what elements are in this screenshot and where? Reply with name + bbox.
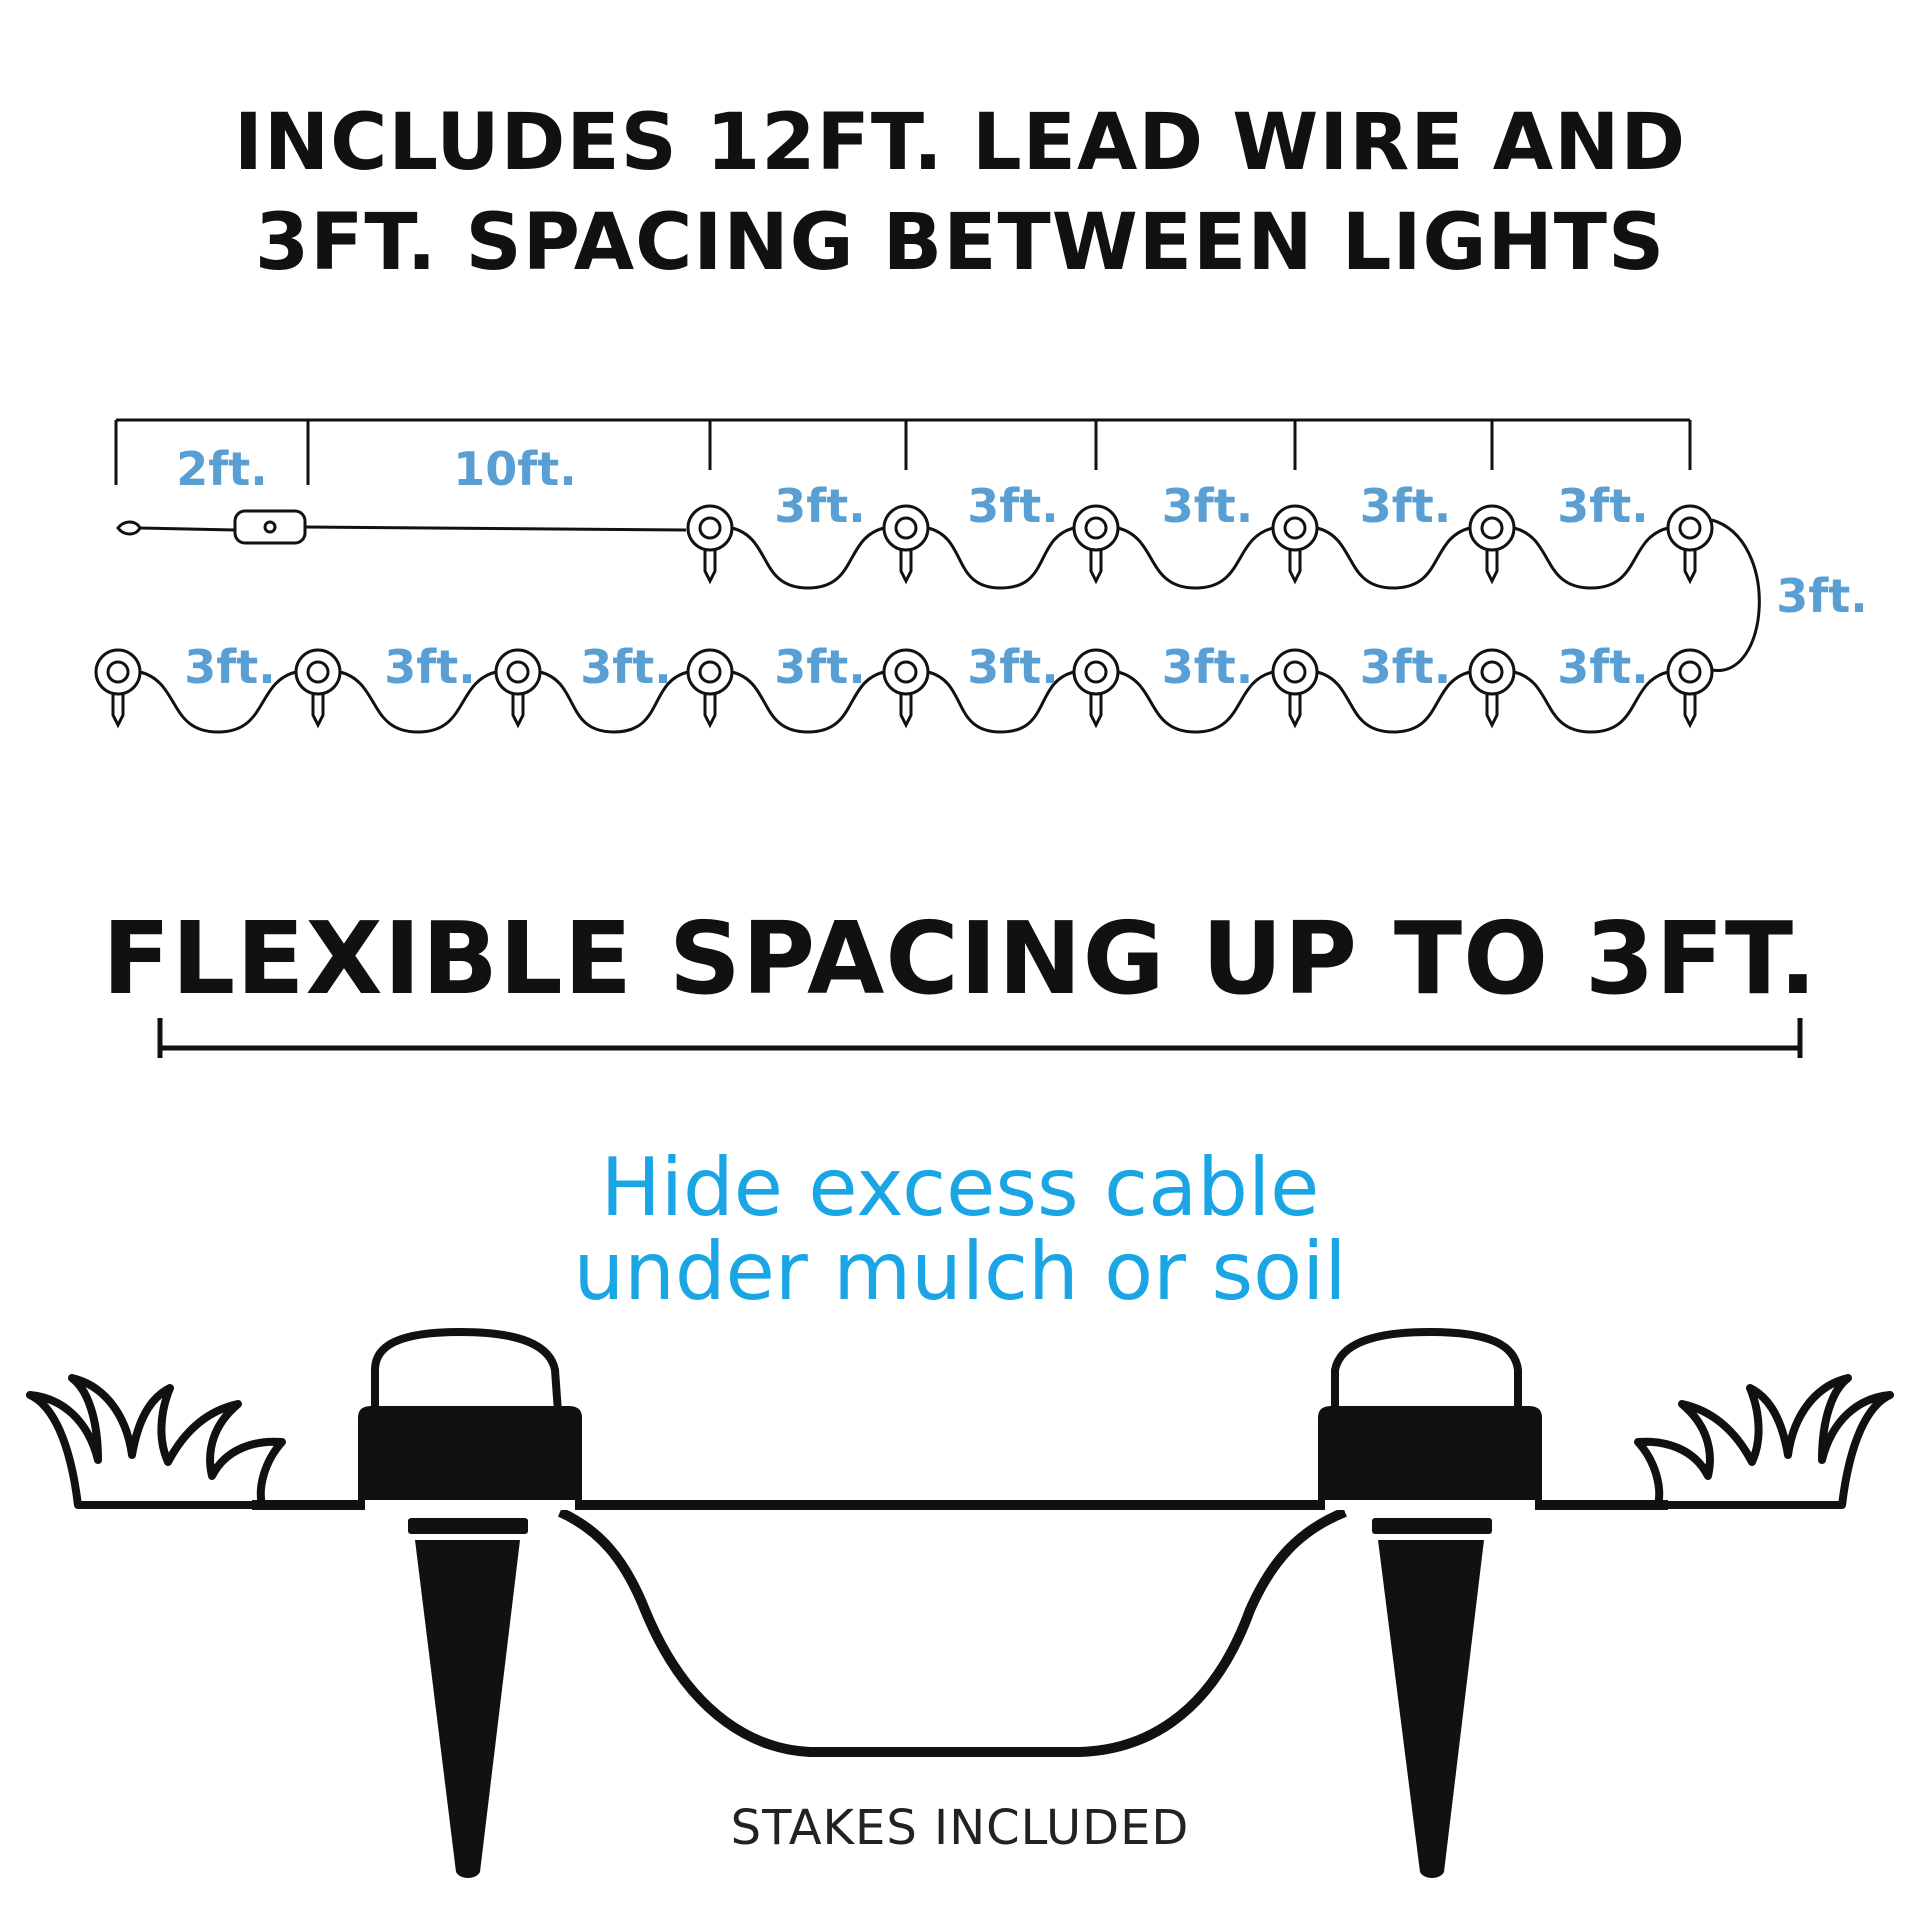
spacing-label: 3ft.: [1557, 640, 1648, 694]
headline-line-2: 3FT. SPACING BETWEEN LIGHTS: [254, 198, 1666, 288]
wire-segment: [927, 526, 1075, 590]
wire-segment: [539, 670, 689, 734]
bulb-inner-icon: [1480, 660, 1504, 684]
flexible-spacing-title: FLEXIBLE SPACING UP TO 3FT.: [102, 900, 1818, 1017]
bulb-icon: [882, 504, 930, 552]
wire-segment: [927, 670, 1075, 734]
wire-segment: [1513, 526, 1669, 590]
wire-segment: [1117, 526, 1274, 590]
bulb-stake-icon: [1288, 550, 1302, 585]
wire-segment: [139, 670, 297, 734]
bulb-stake-icon: [1485, 694, 1499, 729]
bulb-stake-icon: [1683, 550, 1697, 585]
spacing-label: 3ft.: [967, 479, 1058, 533]
bulb-stake-icon: [111, 694, 125, 729]
bulb-inner-icon: [894, 660, 918, 684]
bulb-inner-icon: [1283, 516, 1307, 540]
bulb-inner-icon: [1283, 660, 1307, 684]
lead-wire: [139, 526, 236, 532]
bulb-icon: [686, 648, 734, 696]
wire-segment: [339, 670, 497, 734]
lead-label-2ft: 2ft.: [176, 442, 267, 496]
wire-segment: [1117, 670, 1274, 734]
spacing-label: 3ft.: [1162, 479, 1253, 533]
spacing-label: 3ft.: [774, 479, 865, 533]
spacing-label: 3ft.: [1360, 479, 1451, 533]
spacing-label: 3ft.: [774, 640, 865, 694]
wire-segment: [1513, 670, 1669, 734]
bulb-icon: [1666, 504, 1714, 552]
spacing-label: 3ft.: [967, 640, 1058, 694]
bulb-inner-icon: [698, 516, 722, 540]
bulb-inner-icon: [894, 516, 918, 540]
bulb-inner-icon: [1084, 516, 1108, 540]
bulb-icon: [1072, 648, 1120, 696]
bulb-inner-icon: [306, 660, 330, 684]
bulb-stake-icon: [1683, 694, 1697, 729]
bulb-stake-icon: [899, 694, 913, 729]
bulb-inner-icon: [1678, 660, 1702, 684]
bulb-icon: [294, 648, 342, 696]
bulb-stake-icon: [899, 550, 913, 585]
spacing-label: 3ft.: [1557, 479, 1648, 533]
bulb-icon: [94, 648, 142, 696]
stake-light-left-icon: [358, 1327, 582, 1878]
bulb-inner-icon: [1084, 660, 1108, 684]
bulb-inner-icon: [506, 660, 530, 684]
bulb-stake-icon: [311, 694, 325, 729]
stake-light-right-icon: [1318, 1327, 1542, 1878]
spacing-label: 3ft.: [384, 640, 475, 694]
switch-button-icon: [263, 520, 277, 534]
wire-segment: [1316, 526, 1471, 590]
wire-segment: [731, 670, 885, 734]
buried-cable: [557, 1507, 1347, 1757]
bulb-stake-icon: [1089, 694, 1103, 729]
spacing-label: 3ft.: [1776, 569, 1867, 623]
bulb-icon: [1271, 648, 1319, 696]
headline-line-1: INCLUDES 12FT. LEAD WIRE AND: [233, 98, 1687, 188]
bulb-inner-icon: [106, 660, 130, 684]
bulb-inner-icon: [1678, 516, 1702, 540]
wire-segment: [1316, 670, 1471, 734]
bulb-inner-icon: [1480, 516, 1504, 540]
grass-left-icon: [26, 1374, 286, 1509]
grass-right-icon: [1634, 1374, 1894, 1509]
lead-wire: [304, 525, 687, 532]
bulb-icon: [494, 648, 542, 696]
bulb-stake-icon: [1485, 550, 1499, 585]
bulb-icon: [1072, 504, 1120, 552]
bulb-icon: [1666, 648, 1714, 696]
bulb-icon: [1271, 504, 1319, 552]
bulb-stake-icon: [1089, 550, 1103, 585]
bulb-icon: [1468, 504, 1516, 552]
bulb-icon: [882, 648, 930, 696]
bulb-stake-icon: [703, 550, 717, 585]
bulb-inner-icon: [698, 660, 722, 684]
bulb-stake-icon: [703, 694, 717, 729]
spacing-label: 3ft.: [184, 640, 275, 694]
hide-cable-line-2: under mulch or soil: [573, 1225, 1347, 1318]
wire-loop: [1711, 518, 1761, 672]
wire-segment: [731, 526, 885, 590]
bulb-icon: [686, 504, 734, 552]
bulb-icon: [1468, 648, 1516, 696]
spacing-label: 3ft.: [1162, 640, 1253, 694]
spacing-label: 3ft.: [580, 640, 671, 694]
spacing-label: 3ft.: [1360, 640, 1451, 694]
bulb-stake-icon: [511, 694, 525, 729]
stakes-included-label: STAKES INCLUDED: [730, 1800, 1190, 1856]
bulb-stake-icon: [1288, 694, 1302, 729]
hide-cable-line-1: Hide excess cable: [600, 1141, 1320, 1234]
lead-label-10ft: 10ft.: [453, 442, 577, 496]
